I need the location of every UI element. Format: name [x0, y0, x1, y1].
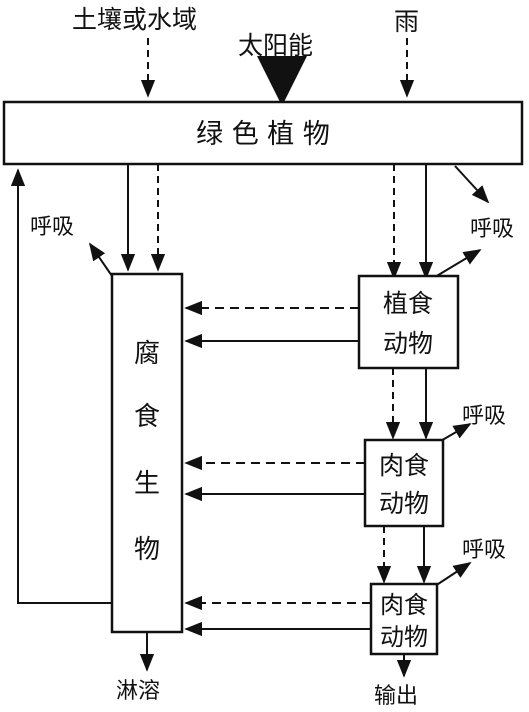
plants-respiration-arrow [454, 165, 490, 204]
carnivores2-label-line2: 动物 [380, 623, 428, 651]
decomposers-char-4: 物 [134, 535, 160, 565]
green-plants-label: 绿 色 植 物 [196, 119, 330, 150]
decomposers-respiration-label: 呼吸 [30, 215, 74, 240]
green-plants-node: 绿 色 植 物 [2, 100, 524, 166]
herbivores-label-line2: 动物 [383, 329, 433, 358]
carnivores2-respiration-label: 呼吸 [462, 538, 506, 563]
decomposers-char-1: 腐 [134, 339, 160, 369]
solar-energy-label: 太阳能 [238, 31, 313, 60]
carnivores-2-node: 肉食 动物 [369, 582, 439, 656]
carnivores2-respiration-arrow [431, 562, 472, 589]
decomposers-char-2: 食 [134, 402, 160, 432]
herbivores-node: 植食 动物 [357, 274, 460, 370]
carnivores-1-node: 肉食 动物 [363, 438, 445, 528]
output-label: 输出 [374, 684, 418, 709]
carnivores1-respiration-label: 呼吸 [462, 404, 506, 429]
soil-water-label: 土壤或水域 [72, 5, 197, 34]
decomposers-node: 腐 食 生 物 [110, 272, 184, 634]
rain-label: 雨 [394, 7, 419, 36]
herbivores-label-line1: 植食 [383, 289, 433, 318]
decomposers-to-plants-recycle [10, 168, 112, 604]
carnivores2-label-line1: 肉食 [380, 591, 428, 619]
leaching-label: 淋溶 [116, 679, 160, 704]
decomposers-respiration-arrow [88, 242, 113, 277]
decomposers-char-3: 生 [134, 469, 160, 499]
plants-respiration-label: 呼吸 [470, 217, 514, 242]
carnivores1-label-line1: 肉食 [379, 451, 429, 480]
carnivores1-label-line2: 动物 [379, 489, 429, 518]
